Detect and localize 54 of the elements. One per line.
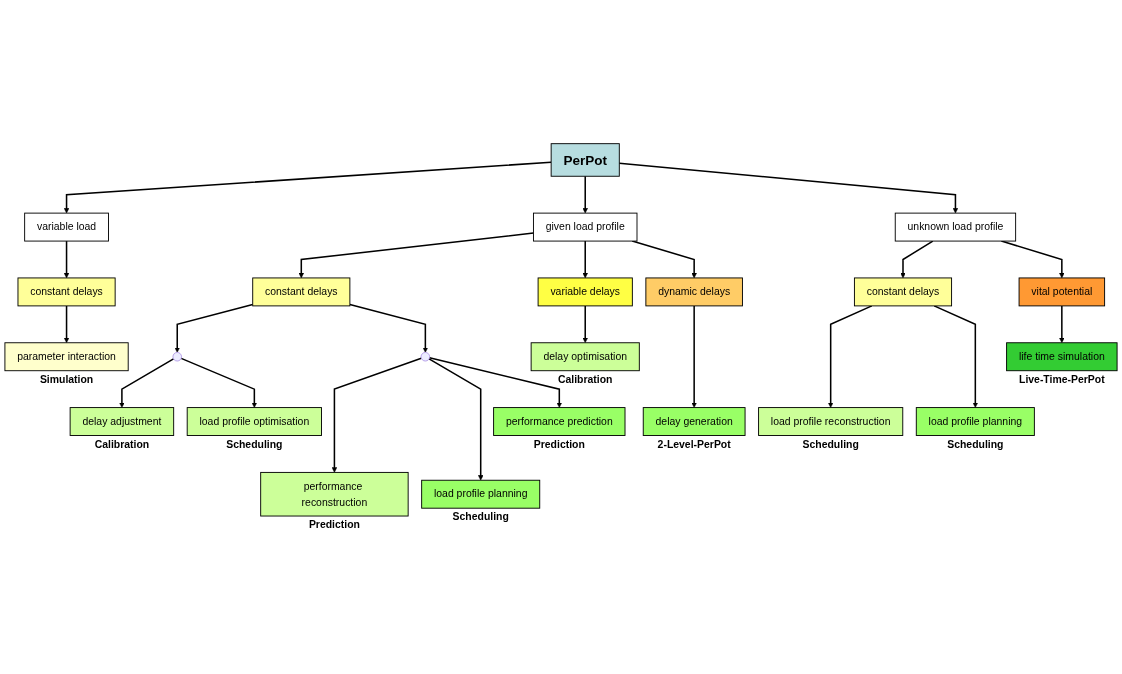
node-box: PerPot [550, 143, 620, 177]
arrow [582, 175, 588, 214]
arrow [933, 305, 979, 408]
arrow [349, 303, 429, 353]
arrow [582, 240, 588, 279]
node-box: delay generation [642, 407, 746, 436]
node-box: performance reconstruction [260, 471, 409, 517]
arrow [691, 305, 697, 408]
node-box: life time simulation [1006, 342, 1118, 372]
arrow [298, 232, 535, 279]
caption-text: Scheduling [226, 438, 283, 450]
arrow [428, 358, 484, 481]
node-box: constant delays [252, 277, 351, 307]
arrow [63, 305, 70, 343]
caption-text: Live-Time-PerPot [1019, 374, 1105, 385]
node-box: variable delays [537, 277, 633, 307]
arrow [582, 305, 588, 343]
node-box: constant delays [17, 277, 116, 307]
node-box: vital potential [1018, 277, 1106, 307]
arrow [618, 162, 959, 214]
arrow [174, 303, 254, 353]
arrow [119, 358, 175, 408]
node-box: delay adjustment [69, 407, 175, 436]
caption-text: Scheduling [452, 511, 509, 523]
arrow [1059, 305, 1065, 343]
caption-text: Scheduling [947, 438, 1004, 450]
caption-text: Prediction [533, 438, 585, 450]
node-box: performance prediction [493, 407, 626, 436]
arrow [428, 357, 562, 408]
arrow [63, 161, 552, 214]
caption-text: 2-Level-PerPot [657, 438, 731, 450]
node-box: delay optimisation [530, 342, 640, 372]
node-circle [420, 352, 430, 362]
caption-text: Simulation [39, 374, 94, 385]
node-circle [172, 352, 182, 362]
caption-text: Calibration [557, 374, 613, 385]
node-box: given load profile [533, 212, 638, 242]
arrow [331, 357, 423, 473]
node-box: variable load [24, 212, 109, 242]
arrow [180, 357, 258, 408]
node-box: parameter interaction [4, 342, 129, 372]
caption-text: Scheduling [802, 438, 859, 450]
arrow [900, 240, 934, 279]
arrow [63, 240, 70, 279]
node-box: constant delays [853, 277, 953, 307]
node-box: load profile reconstruction [758, 407, 904, 436]
arrow [827, 305, 873, 408]
caption-text: Calibration [94, 438, 150, 450]
node-box: load profile optimisation [186, 407, 322, 436]
node-box: load profile planning [421, 479, 541, 509]
node-box: load profile planning [915, 407, 1035, 436]
node-box: dynamic delays [645, 277, 743, 307]
node-box: unknown load profile [894, 212, 1017, 242]
caption-text: Prediction [308, 519, 360, 531]
